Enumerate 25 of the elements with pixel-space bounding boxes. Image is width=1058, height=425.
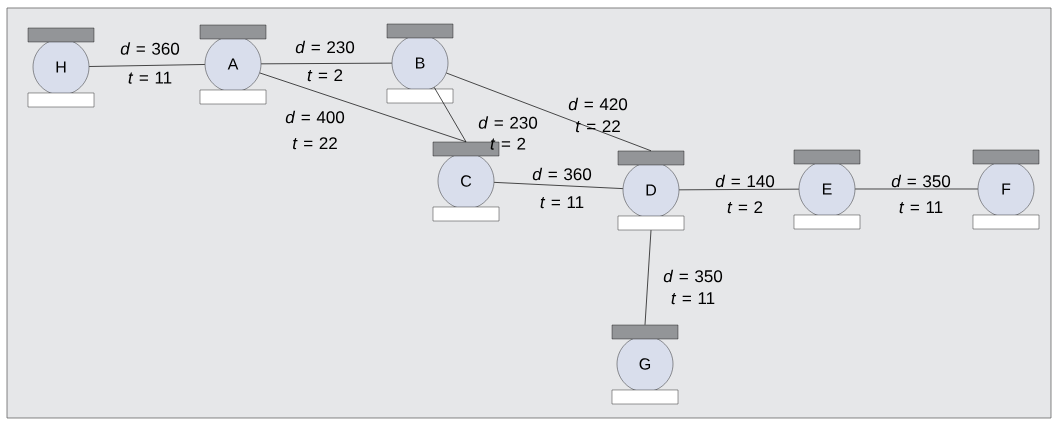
edge-label: d = 400 t = 22	[285, 110, 345, 150]
connector-line	[88, 64, 206, 67]
edge-label: d = 420 t = 22	[568, 97, 628, 133]
edge-label: d = 360 t = 11	[120, 42, 180, 84]
station-drawing: F	[972, 149, 1040, 230]
edge-label: d = 350 t = 11	[891, 174, 951, 214]
station-drawing: D	[617, 150, 685, 231]
connector-line	[644, 229, 652, 326]
station-drawing: E	[793, 149, 861, 230]
connector-line	[259, 72, 467, 143]
station-drawing: G	[611, 324, 679, 405]
station-drawing: B	[386, 23, 454, 104]
edge-label: d = 350 t = 11	[663, 269, 723, 305]
edge-label: d = 230 t = 2	[295, 40, 355, 82]
connector-line	[433, 87, 467, 143]
station-drawing: H	[27, 27, 95, 108]
edge-label: d = 140 t = 2	[715, 174, 775, 214]
connector-line	[493, 182, 624, 189]
connector-line	[446, 72, 652, 152]
edge-label: d = 360 t = 11	[532, 167, 592, 209]
connector-line	[678, 188, 800, 191]
connector-line	[260, 62, 393, 65]
connector-line	[854, 188, 979, 190]
station-drawing: A	[199, 24, 267, 105]
edge-label: d = 230 t = 2	[478, 116, 538, 150]
